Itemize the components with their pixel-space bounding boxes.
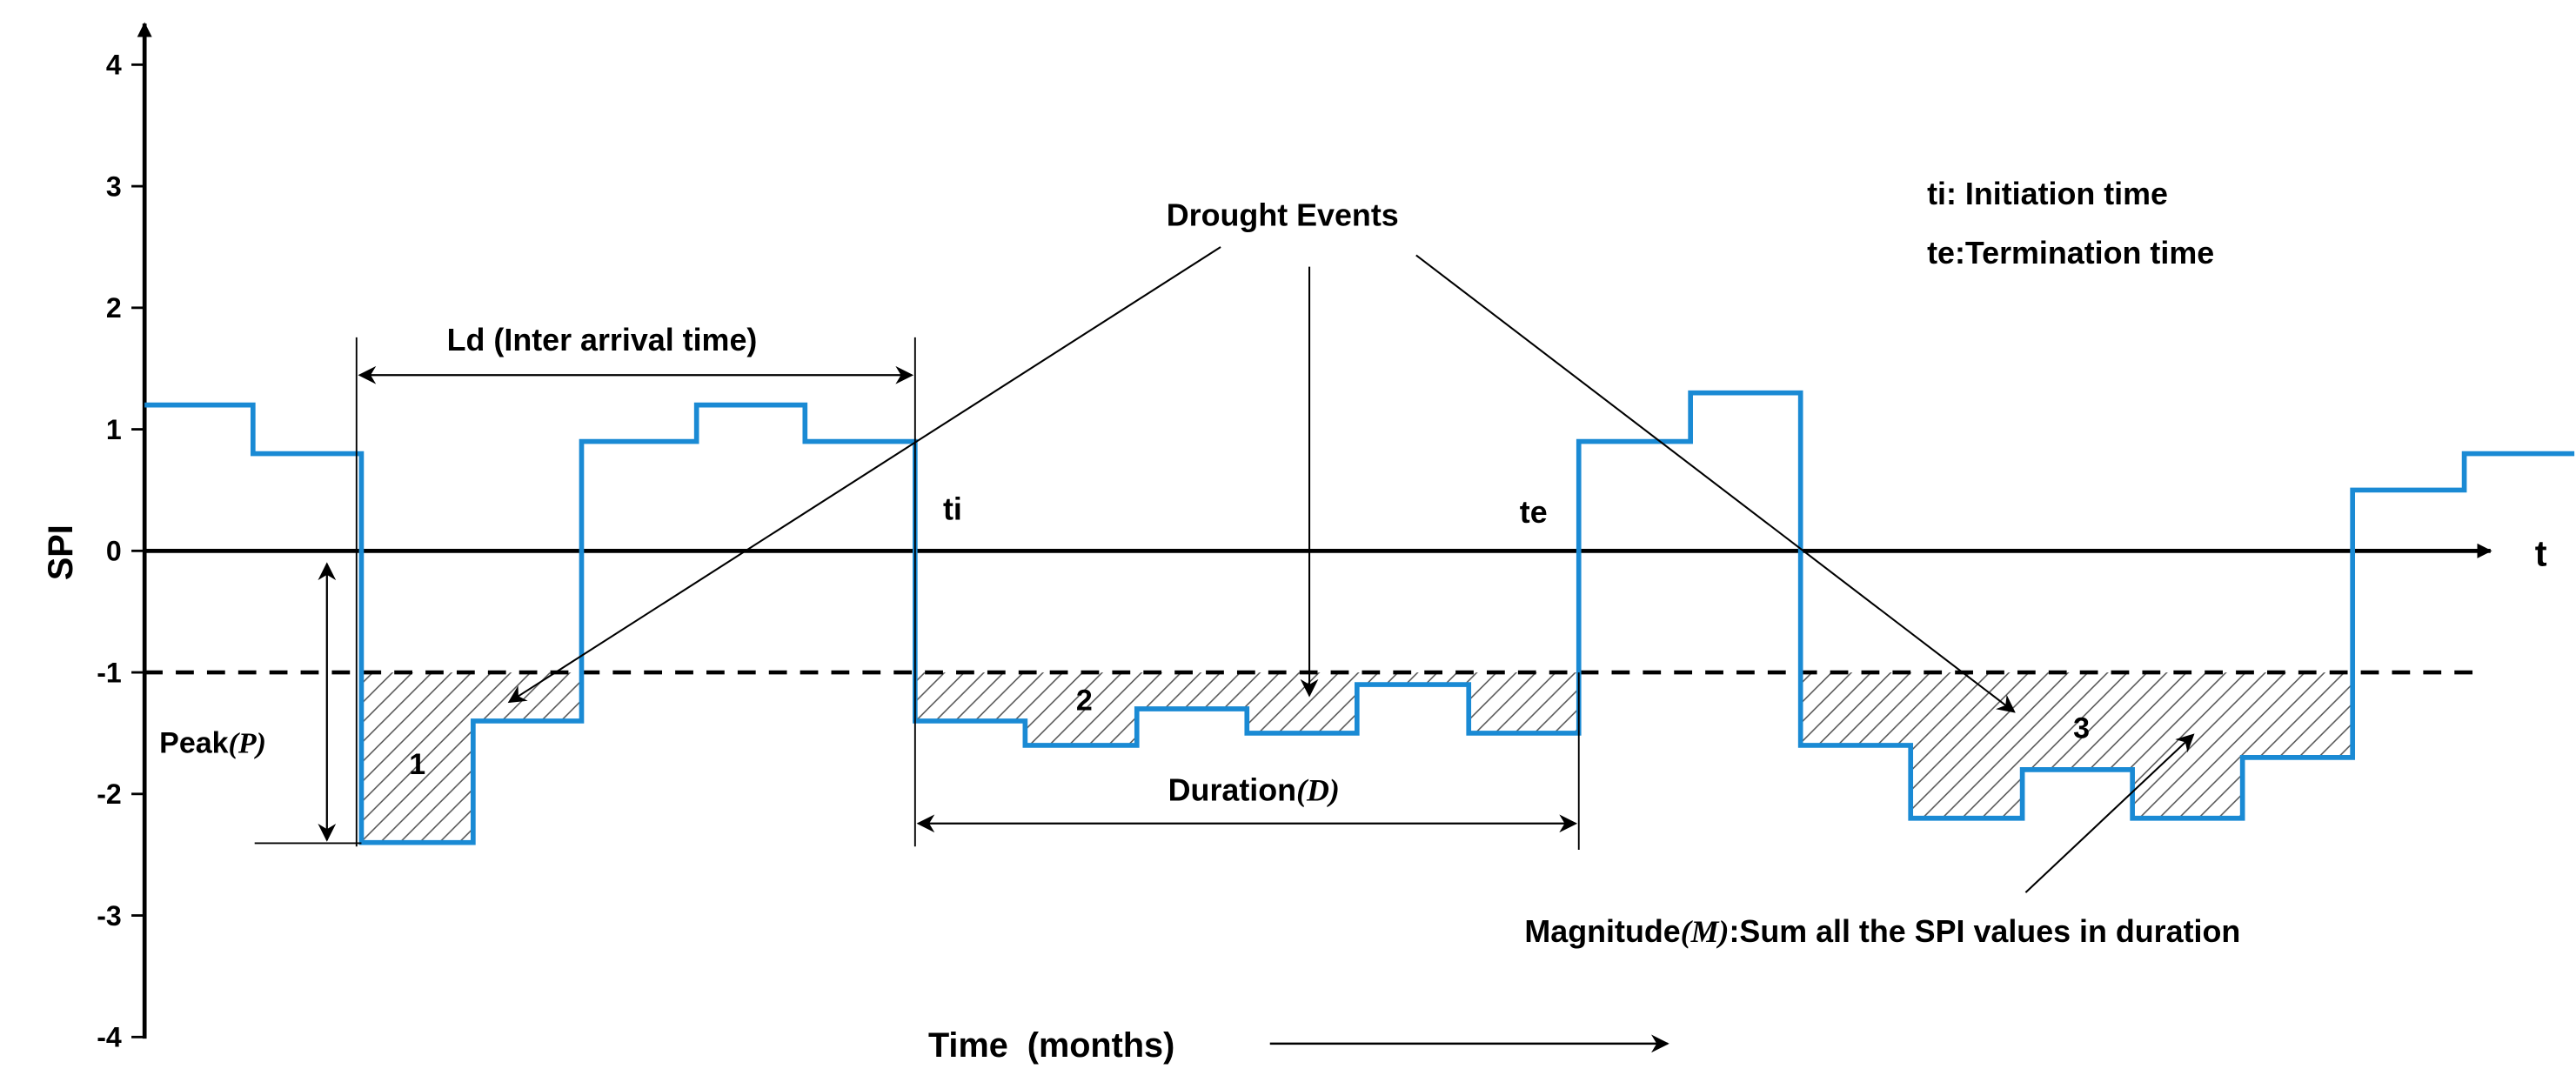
y-tick-label: -3 <box>97 900 122 932</box>
y-axis-label: SPI <box>42 524 80 580</box>
magnitude-label: Magnitude(M):Sum all the SPI values in d… <box>1524 914 2240 949</box>
legend-initiation: ti: Initiation time <box>1927 177 2168 211</box>
magnitude-annotation: Magnitude(M):Sum all the SPI values in d… <box>1524 733 2240 949</box>
axes: 4 3 2 1 0 -1 -2 -3 -4 SPI t <box>42 22 2547 1053</box>
x-axis-end-label: t <box>2535 532 2547 573</box>
callout-arrow-event-3 <box>1415 254 2016 713</box>
initiation-marker-label: ti <box>943 491 962 526</box>
legend: ti: Initiation time te:Termination time <box>1927 177 2214 270</box>
y-axis-ticks <box>131 63 145 1039</box>
duration-annotation: Duration(D) <box>916 672 1580 851</box>
drought-event-3-area <box>1800 672 2353 818</box>
duration-label: Duration(D) <box>1168 772 1340 807</box>
legend-termination: te:Termination time <box>1927 236 2214 270</box>
y-tick-label: 3 <box>106 170 122 202</box>
drought-hatching <box>361 672 2353 844</box>
peak-annotation: Peak(P) <box>159 562 362 845</box>
callout-arrow-event-1 <box>507 246 1221 704</box>
spi-step-series <box>144 390 2575 845</box>
peak-label: Peak(P) <box>159 727 266 760</box>
y-tick-label: 4 <box>106 50 122 81</box>
drought-event-number: 2 <box>1076 685 1093 718</box>
drought-event-number: 3 <box>2073 712 2090 745</box>
y-tick-label: 0 <box>106 536 122 567</box>
y-tick-label: -4 <box>97 1022 122 1053</box>
termination-marker-label: te <box>1520 495 1548 530</box>
y-tick-label: 2 <box>106 292 122 324</box>
y-tick-label: 1 <box>106 414 122 445</box>
drought-event-number: 1 <box>409 748 425 781</box>
x-axis-title: Time (months) <box>928 1026 1669 1065</box>
drought-events-callout: Drought Events <box>507 197 2016 713</box>
x-axis-label: Time (months) <box>928 1026 1174 1065</box>
y-tick-label: -2 <box>97 778 122 810</box>
magnitude-arrow <box>2024 733 2195 893</box>
inter-arrival-label: Ld (Inter arrival time) <box>447 323 758 357</box>
y-axis-tick-labels: 4 3 2 1 0 -1 -2 -3 -4 <box>97 50 122 1053</box>
y-tick-label: -1 <box>97 657 122 688</box>
drought-events-label: Drought Events <box>1167 197 1399 232</box>
inter-arrival-annotation: Ld (Inter arrival time) <box>355 323 916 847</box>
